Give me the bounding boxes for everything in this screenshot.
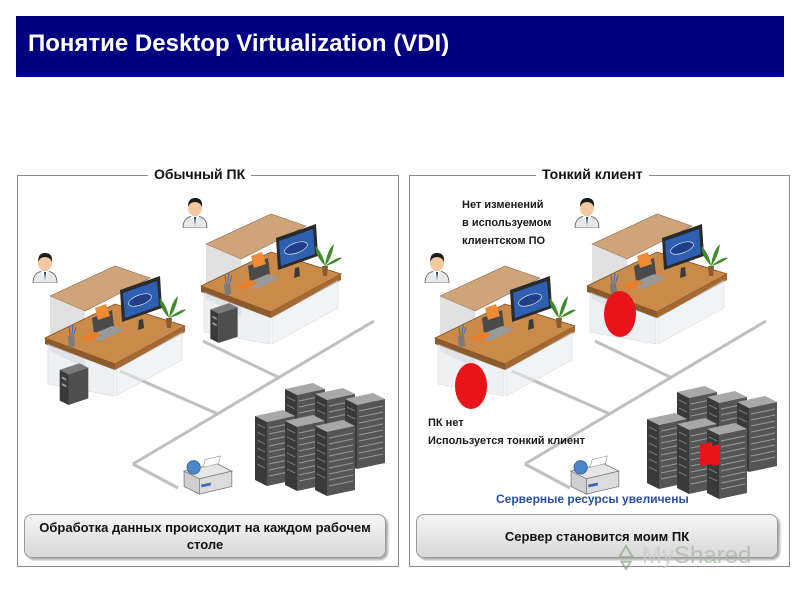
user-icon bbox=[32, 252, 58, 283]
user-icon bbox=[182, 197, 208, 228]
printer-icon bbox=[183, 455, 233, 495]
caption-thin-client: Сервер становится моим ПК bbox=[416, 514, 778, 558]
pc-tower-icon bbox=[210, 303, 238, 343]
watermark-text: MyShared bbox=[642, 542, 752, 569]
removed-pc-marker bbox=[455, 363, 487, 409]
title-bar: Понятие Desktop Virtualization (VDI) bbox=[16, 16, 784, 77]
slide-title: Понятие Desktop Virtualization (VDI) bbox=[28, 30, 450, 57]
user-icon bbox=[574, 197, 600, 228]
added-server-marker bbox=[712, 444, 720, 466]
panel-label-regular-pc: Обычный ПК bbox=[148, 166, 252, 182]
thin-client-scene bbox=[424, 197, 778, 500]
note-no-pc: ПК нет Используется тонкий клиент bbox=[428, 417, 586, 447]
recycle-icon bbox=[618, 544, 634, 571]
removed-pc-marker bbox=[604, 291, 636, 337]
note-no-changes: Нет изменений в используемом клиентском … bbox=[462, 199, 552, 247]
added-server-marker bbox=[700, 442, 712, 466]
desk-front bbox=[434, 265, 577, 396]
pc-tower-icon bbox=[59, 363, 89, 405]
user-icon bbox=[424, 252, 450, 283]
note-server-resources: Серверные ресурсы увеличены bbox=[496, 492, 689, 506]
regular-pc-scene bbox=[32, 197, 386, 497]
panel-regular-pc: Обычный ПК Обработка данных происходит н… bbox=[17, 166, 399, 567]
panel-label-thin-client: Тонкий клиент bbox=[536, 166, 649, 182]
printer-icon bbox=[570, 455, 620, 495]
server-rack-icon bbox=[314, 419, 356, 497]
panel-thin-client: Тонкий клиент Нет изменений в используем… bbox=[409, 166, 790, 567]
myshared-watermark: MyShared bbox=[612, 538, 777, 578]
caption-regular-pc: Обработка данных происходит на каждом ра… bbox=[24, 514, 386, 558]
